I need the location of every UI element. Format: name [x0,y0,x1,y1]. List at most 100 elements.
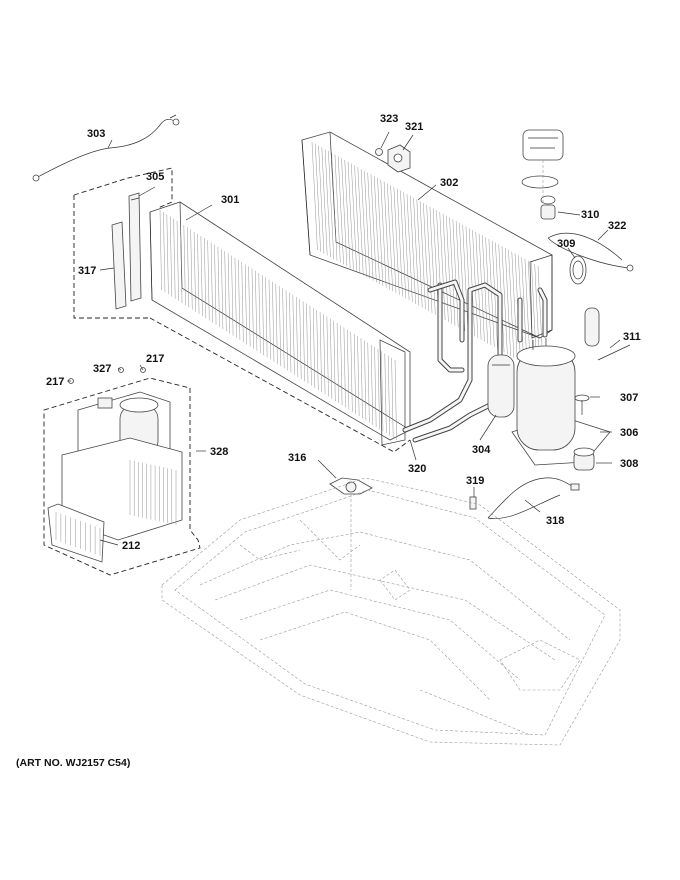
callout-323: 323 [380,113,398,125]
coil-fin [258,273,261,354]
coil-fin [204,238,207,319]
coil-fin [393,186,400,295]
coil-fin [336,323,339,404]
coil-fin [190,229,193,310]
coil-fin [426,204,433,313]
coil-fin [383,181,390,290]
coil-fin [367,342,370,423]
bracket-321 [387,144,411,173]
coil-fin [449,217,456,326]
coil-fin [234,257,237,338]
coil-fin [370,174,377,283]
coil-fin [261,275,264,356]
coil-fin [302,301,305,382]
art-number: (ART NO. WJ2157 C54) [16,757,130,769]
coil-fin [439,212,446,321]
coil-fin [318,145,325,254]
coil-fin [391,357,394,438]
coil-fin [306,303,309,384]
coil-fin [334,154,341,263]
coil-fin [163,212,166,293]
coil-fin [413,197,420,306]
capillary-coil-309 [569,255,600,347]
coil-fin [429,206,436,315]
coil-fin [521,257,528,366]
callout-301: 301 [221,194,239,206]
reversing-valve-310 [521,129,564,220]
coil-fin [200,236,203,317]
accumulator-304 [487,354,515,418]
coil-fin [446,215,452,324]
coil-fin [321,147,328,256]
coil-fin [354,165,361,274]
coil-fin [462,224,469,333]
coil-fin [341,158,348,267]
coil-fin [330,318,333,399]
coil-fin [396,188,403,297]
coil-fin [353,333,356,414]
coil-fin [367,172,374,281]
coil-fin [275,283,278,364]
coil-fin [508,249,515,358]
coil-fin [370,344,373,425]
callout-217-left: 217 [46,376,64,388]
coil-fin [311,141,318,251]
filter-group-outline [73,167,173,319]
coil-fin [323,314,326,395]
callout-307: 307 [620,392,638,404]
coil-fin [511,251,518,360]
coil-fin [472,230,479,339]
callout-321: 321 [405,121,423,133]
coil-fin [227,253,230,334]
clip-323 [375,148,383,156]
bolt-307 [574,394,590,415]
coil-fin [268,279,271,360]
coil-fin [400,190,407,299]
coil-fin [324,149,331,258]
coil-fin [241,262,244,343]
coil-fin [384,353,387,434]
coil-fin [214,244,217,325]
coil-fin [328,150,335,259]
coil-fin [282,288,285,369]
coil-fin [340,325,343,406]
callout-311: 311 [623,331,641,343]
coil-fin [423,203,429,312]
bracket-316 [329,477,373,590]
wire-harness-303 [32,114,180,182]
coil-fin [313,307,316,388]
coil-fin [319,312,322,393]
callout-316: 316 [288,452,306,464]
coil-fin [416,199,423,308]
coil-fin [251,268,254,349]
coil-fin [176,220,179,301]
coil-fin [248,266,251,347]
callout-317: 317 [78,265,96,277]
callout-322: 322 [608,220,626,232]
coil-fin [221,249,224,330]
coil-fin [452,219,459,328]
callout-212: 212 [122,540,140,552]
coil-fin [350,331,353,412]
coil-fin [377,177,384,286]
coil-fin [207,240,210,321]
callout-327: 327 [93,363,111,375]
callout-306: 306 [620,427,638,439]
grille-212 [47,503,105,563]
coil-fin [217,246,220,327]
coil-fin [343,327,346,408]
coil-fin [387,183,393,292]
base-pan [161,477,621,746]
coil-fin [380,179,387,288]
coil-fin [501,246,508,355]
coil-fin [377,349,380,430]
coil-fin [419,201,426,310]
coil-fin [183,225,186,306]
coil-fin [272,281,275,362]
callout-303: 303 [87,128,105,140]
coil-fin [360,168,367,277]
coil-fin [364,340,367,421]
coil-fin [315,143,321,252]
coil-fin [482,235,488,344]
